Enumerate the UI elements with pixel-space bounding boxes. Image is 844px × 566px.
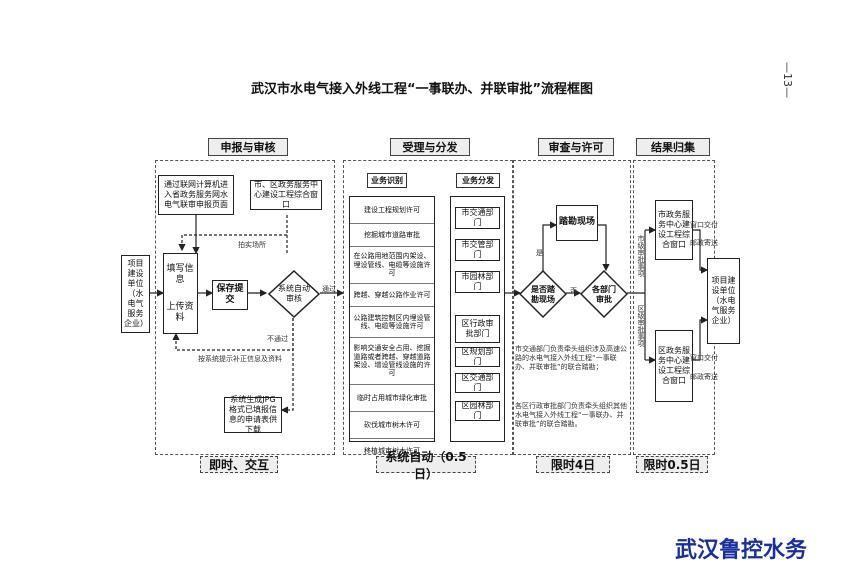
stage-header-1: 申报与审核 bbox=[208, 138, 288, 156]
note-2: 各区行政审批部门负责牵头组织其他水电气接入外线工程“一事联办、并联审批”的联合踏… bbox=[515, 402, 627, 429]
district-path-label: 区级审批事项 bbox=[637, 305, 645, 347]
fail-label: 不通过 bbox=[267, 335, 288, 343]
identify-list: 建设工程规划许可 挖掘城市道路审批 在公路用地范围内架设、埋设管线、电缆等设施许… bbox=[349, 196, 435, 455]
site-survey-box: 踏勘现场 bbox=[556, 205, 598, 241]
applicant-left: 项目建设单位（水电气服务企业） bbox=[121, 255, 150, 333]
applicant-right: 项目建设单位（水电气服务企业） bbox=[707, 258, 740, 344]
section-apply bbox=[155, 160, 335, 455]
stage-header-4: 结果归集 bbox=[636, 138, 710, 156]
page-number: —13— bbox=[781, 62, 794, 98]
identify-item: 跨越、穿越公路作业许可 bbox=[350, 284, 434, 307]
online-entry-box: 通过联网计算机进入省政务服务网水电气联审申报页面 bbox=[158, 175, 234, 215]
section-review bbox=[513, 160, 631, 455]
save-submit-box: 保存提交 bbox=[212, 280, 248, 310]
pass-label: 通过 bbox=[322, 285, 336, 293]
identify-head: 业务识别 bbox=[367, 173, 407, 188]
mail-label-1: 邮政寄送 bbox=[690, 239, 718, 247]
fill-info-label: 填写信息 bbox=[164, 258, 196, 292]
dispatch-head: 业务分发 bbox=[456, 173, 500, 188]
window-delivery-label-1: 窗口交付 bbox=[690, 221, 718, 229]
auto-review-diamond: 系统自动审核 bbox=[268, 270, 320, 318]
mail-label-2: 邮政寄送 bbox=[690, 373, 718, 381]
service-center-box: 市、区政务服务中心建设工程综合窗口 bbox=[250, 180, 322, 210]
dispatch-item: 市交管部门 bbox=[455, 239, 500, 261]
site-survey-q-label: 是否踏勘现场 bbox=[531, 285, 555, 304]
brand-watermark: 武汉鲁控水务 bbox=[675, 538, 808, 563]
identify-item: 挖掘城市道路审批 bbox=[350, 224, 434, 247]
section-dispatch bbox=[343, 160, 513, 455]
footer-3: 限时4日 bbox=[536, 456, 610, 473]
dispatch-item: 区规划部门 bbox=[455, 347, 500, 367]
dispatch-item: 市交通部门 bbox=[455, 207, 500, 229]
identify-item: 建设工程规划许可 bbox=[350, 197, 434, 224]
identify-item: 在公路用地范围内架设、埋设管线、电缆等设施许可 bbox=[350, 247, 434, 284]
footer-4: 限时0.5日 bbox=[636, 456, 708, 473]
footer-2: 系统自动（0.5日） bbox=[376, 450, 476, 481]
dept-review-label: 各部门审批 bbox=[592, 285, 616, 304]
note-1: 市交通部门负责牵头组织涉及高速公路的水电气接入外线工程“一事联办、并联审批”的联… bbox=[515, 345, 627, 372]
dispatch-item: 区园林部门 bbox=[455, 401, 500, 421]
city-path-label: 市级审批事项 bbox=[637, 235, 645, 277]
page-title: 武汉市水电气接入外线工程“一事联办、并联审批”流程框图 bbox=[250, 82, 594, 97]
dispatch-list: 市交通部门 市交管部门 市园林部门 区行政审批部门 区规划部门 区交通部门 区园… bbox=[450, 196, 505, 442]
stage-header-3: 审查与许可 bbox=[538, 138, 614, 156]
no-label: 否 bbox=[570, 287, 577, 295]
city-window-box: 市政务服务中心建设工程综合窗口 bbox=[655, 200, 693, 260]
upload-label: 上传资料 bbox=[164, 296, 196, 330]
offline-upload-label: 拍实场所 bbox=[238, 241, 266, 249]
stage-header-2: 受理与分发 bbox=[390, 138, 470, 156]
identify-item: 公路建筑控制区内埋设管线、电缆等设施许可 bbox=[350, 307, 434, 338]
identify-item: 移植城市树木许可 bbox=[364, 446, 420, 455]
district-window-box: 区政务服务中心建设工程综合窗口 bbox=[655, 330, 693, 402]
footer-1: 即时、交互 bbox=[200, 456, 278, 473]
identify-item: 临时占用城市绿化审批 bbox=[350, 385, 434, 412]
dispatch-item: 市园林部门 bbox=[455, 271, 500, 293]
fill-upload-box: 填写信息 上传资料 bbox=[163, 253, 198, 334]
identify-item: 影响交通安全占用、挖掘道路或者跨越、穿越道路架设、增设管线设施的许可 bbox=[350, 338, 434, 385]
dispatch-item: 区交通部门 bbox=[455, 373, 500, 393]
supplement-label: 按系统提示补正信息及资料 bbox=[198, 355, 282, 363]
jpg-generate-box: 系统生成JPG格式已填报信息的申请表供下载 bbox=[224, 395, 282, 434]
yes-label: 是 bbox=[536, 249, 543, 257]
identify-item: 砍伐城市树木许可 bbox=[350, 412, 434, 439]
window-delivery-label-2: 窗口交付 bbox=[690, 354, 718, 362]
dept-review-diamond: 各部门审批 bbox=[580, 270, 628, 318]
site-survey-diamond: 是否踏勘现场 bbox=[519, 270, 567, 318]
dispatch-item: 区行政审批部门 bbox=[455, 315, 500, 343]
auto-review-label: 系统自动审核 bbox=[278, 284, 310, 303]
